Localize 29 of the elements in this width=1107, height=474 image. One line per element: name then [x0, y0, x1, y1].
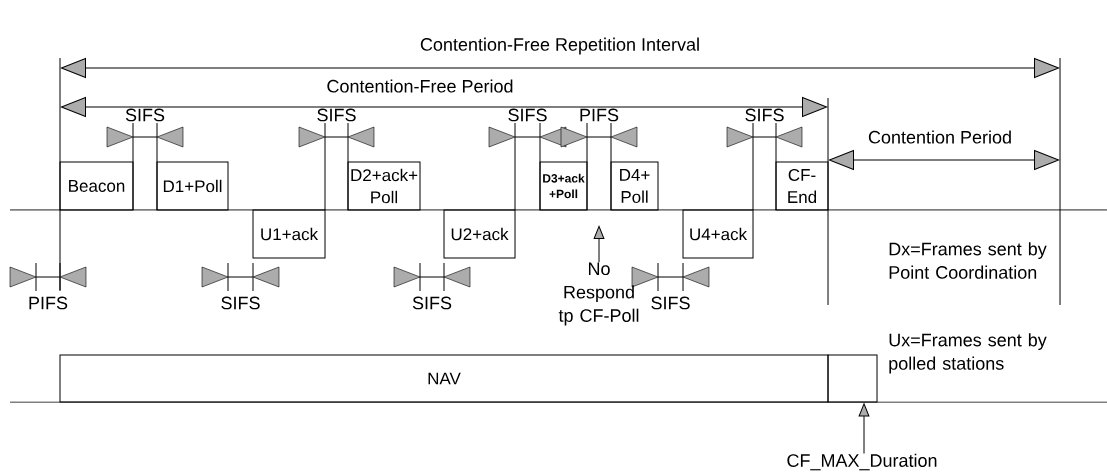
frame-box: CF- End: [775, 161, 829, 211]
frame-box: NAV: [59, 354, 829, 403]
annotation-text: CF_MAX_Duration: [787, 453, 937, 471]
frame-box: D1+Poll: [156, 161, 229, 211]
interval-label: PIFS: [29, 296, 68, 310]
legend-note: Dx=Frames sent by Point Coordination: [889, 242, 1047, 279]
frame-box: U1+ack: [252, 209, 326, 259]
interval-label: SIFS: [317, 108, 356, 122]
dimension-label: Contention-Free Repetition Interval: [420, 37, 699, 55]
dimension-label: Contention-Free Period: [327, 79, 513, 93]
interval-label: SIFS: [508, 108, 547, 122]
interval-label: PIFS: [580, 108, 619, 122]
arrow: [593, 225, 605, 263]
interval-label: SIFS: [651, 296, 690, 310]
annotation-text: No Respond tp CF-Poll: [558, 262, 639, 326]
frame-box: U2+ack: [443, 209, 516, 259]
interval-label: SIFS: [125, 108, 165, 122]
frame-box: [827, 354, 878, 403]
arrow: [858, 403, 870, 454]
interval-label: SIFS: [745, 108, 784, 122]
frame-box: D2+ack+ Poll: [347, 161, 421, 211]
frame-box: Beacon: [59, 161, 134, 211]
dimension-label: Contention Period: [868, 130, 1011, 144]
legend-note: Ux=Frames sent by polled stations: [889, 333, 1047, 374]
interval-label: SIFS: [221, 296, 260, 310]
frame-box: D4+ Poll: [610, 161, 659, 211]
frame-box: D3+ack +Poll: [539, 161, 588, 211]
frame-box: U4+ack: [682, 209, 754, 259]
interval-label: SIFS: [412, 296, 452, 310]
